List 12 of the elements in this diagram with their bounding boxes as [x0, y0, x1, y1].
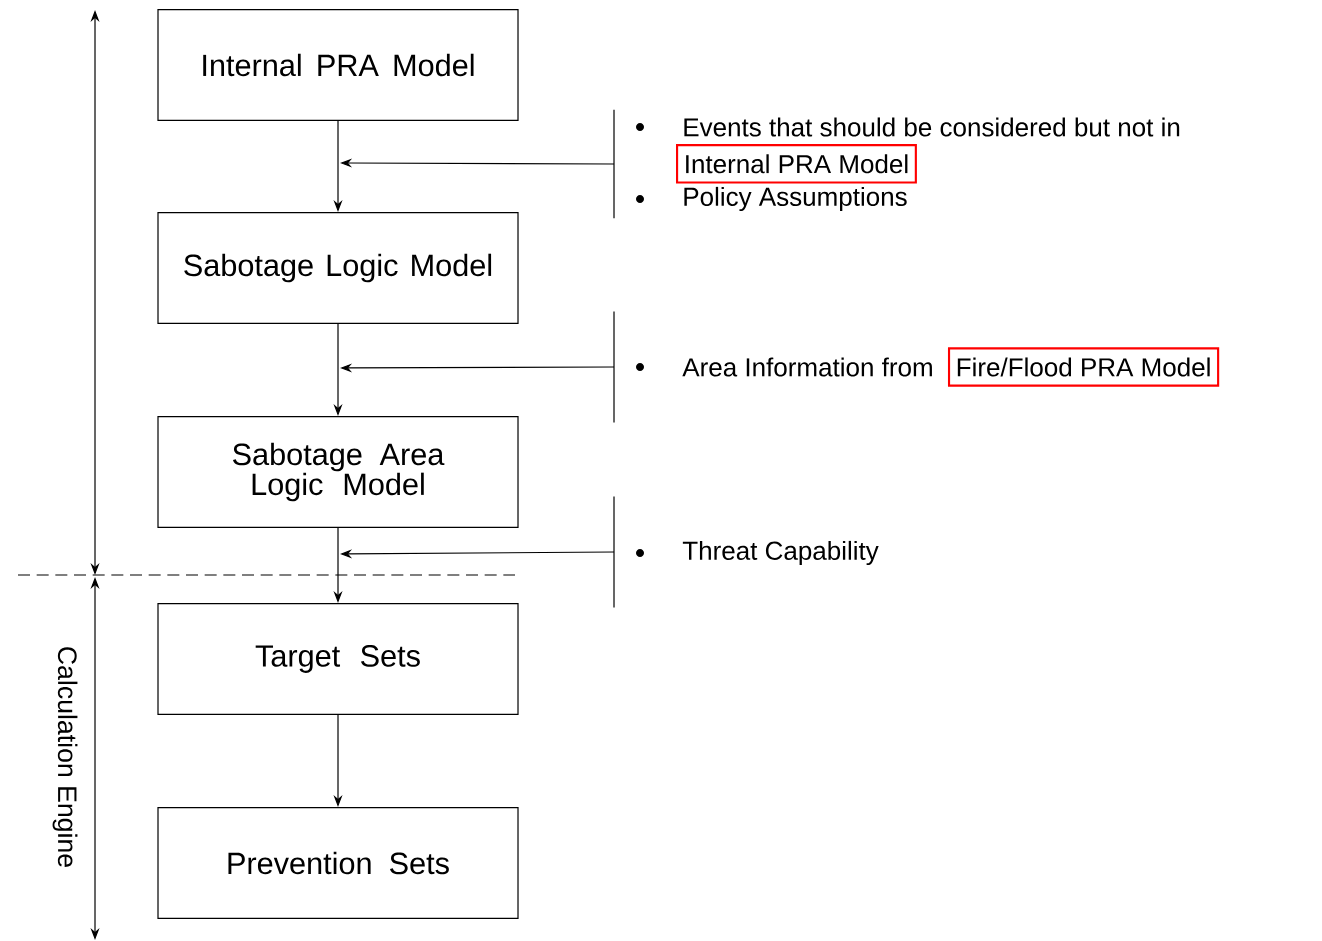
process-box: Sabotage Area Logic Model: [157, 416, 519, 528]
highlight-box: Fire/Flood PRA Model: [947, 347, 1220, 387]
highlight-box: Internal PRA Model: [676, 144, 917, 184]
bullet-text: Events that should be considered but not in: [684, 117, 1180, 137]
bullet-text: Policy Assumptions: [684, 186, 907, 212]
bullet-text: Threat Capability: [682, 540, 879, 566]
bullet-text: Area Information from: [682, 357, 932, 377]
process-box: Prevention Sets: [157, 807, 519, 919]
process-box: Internal PRA Model: [157, 9, 519, 121]
process-box: Target Sets: [157, 603, 519, 715]
process-box: Sabotage Logic Model: [157, 212, 519, 324]
axis-label: Calculation Engine: [52, 647, 78, 867]
